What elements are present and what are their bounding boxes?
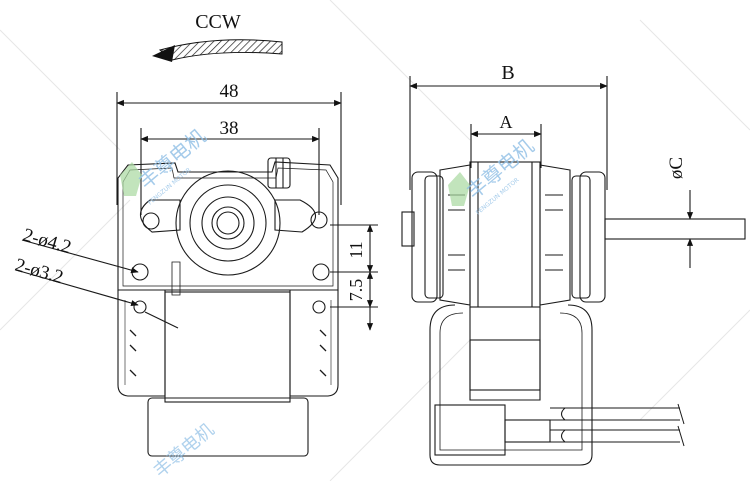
watermark-logo-side: 丰尊电机 FENGZUN MOTOR [448,134,538,217]
front-view [15,92,378,457]
watermark-brand-bottom: 丰尊电机 [150,419,219,481]
dim-hole-spacing: 38 [220,118,239,139]
rotation-arrow-icon [152,39,283,62]
brand-logo-icon [448,172,470,206]
watermark-logo-bottom: 丰尊电机 [150,419,219,481]
rotation-label: CCW [195,11,241,33]
side-view [401,76,746,466]
dim-depth-b: B [501,62,514,84]
dim-vertical-11: 11 [346,241,366,258]
dim-hole-pair-a: 2-ø4.2 [21,225,74,259]
dim-hole-pair-b: 2-ø3.2 [13,255,66,289]
brand-logo-icon [120,162,142,196]
dim-core-a: A [500,112,513,132]
watermark-logo-front: 丰尊电机 FENGZUN MOTOR [120,124,210,207]
dim-overall-width: 48 [220,81,239,102]
dim-shaft-c: øC [666,157,687,179]
dim-vertical-7-5: 7.5 [346,279,366,302]
